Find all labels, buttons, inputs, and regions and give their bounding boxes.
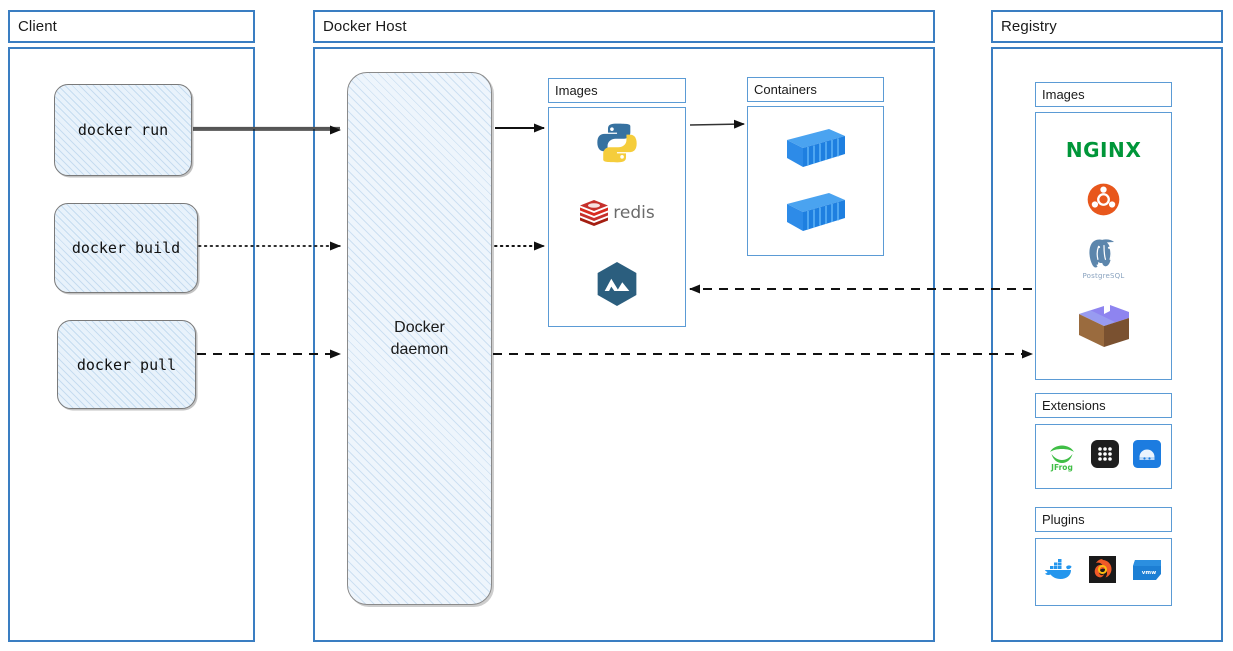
panel-title-registry-images: Images	[1035, 82, 1172, 107]
lane-title-registry: Registry	[991, 10, 1223, 43]
plugins-icon-row: vmw	[1036, 539, 1171, 605]
jfrog-logo-icon: JFrog	[1047, 442, 1077, 472]
panel-body-containers	[747, 106, 884, 256]
postgresql-logo-icon: PostgreSQL	[1036, 233, 1171, 283]
shipping-container-icon	[748, 123, 883, 173]
docker-daemon-label: Docker daemon	[391, 317, 449, 360]
nginx-logo-icon: NGINX	[1036, 137, 1171, 163]
nginx-logo-label: NGINX	[1065, 138, 1142, 162]
docker-whale-svg	[1045, 558, 1072, 579]
shipping-container-icon	[748, 187, 883, 237]
container-2-svg	[786, 193, 845, 231]
panel-label-containers: Containers	[754, 82, 817, 97]
open-box-svg	[1078, 305, 1129, 347]
redis-logo-label: redis	[613, 203, 655, 223]
command-label-docker-build: docker build	[71, 239, 181, 257]
panel-body-registry-images: NGINX	[1035, 112, 1172, 380]
grid-app-icon	[1090, 440, 1119, 473]
python-logo-icon	[549, 120, 685, 166]
docker-whale-icon	[1043, 557, 1075, 588]
blue-portal-icon	[1132, 440, 1161, 473]
container-1-svg	[786, 129, 845, 167]
redis-logo-icon: redis	[549, 196, 685, 230]
open-box-icon	[1036, 297, 1171, 353]
command-box-docker-run[interactable]: docker run	[54, 84, 192, 176]
lane-label-registry: Registry	[1001, 18, 1057, 35]
svg-text:JFrog: JFrog	[1050, 463, 1073, 472]
ubuntu-logo-svg	[1087, 183, 1120, 215]
ubuntu-logo-icon	[1036, 181, 1171, 217]
panel-label-plugins: Plugins	[1042, 512, 1085, 527]
lane-title-client: Client	[8, 10, 255, 43]
command-box-docker-build[interactable]: docker build	[54, 203, 198, 293]
alpine-logo-svg	[597, 262, 637, 306]
command-box-docker-pull[interactable]: docker pull	[57, 320, 196, 409]
command-label-docker-run: docker run	[77, 121, 169, 139]
panel-title-plugins: Plugins	[1035, 507, 1172, 532]
python-logo-svg	[597, 123, 637, 163]
extensions-icon-row: JFrog	[1036, 425, 1171, 488]
panel-label-registry-images: Images	[1042, 87, 1085, 102]
alpine-logo-icon	[549, 260, 685, 308]
panel-label-extensions: Extensions	[1042, 398, 1106, 413]
panel-body-host-images: redis	[548, 107, 686, 327]
docker-daemon-line2: daemon	[390, 340, 449, 358]
panel-title-host-images: Images	[548, 78, 686, 103]
postgresql-logo-svg	[1088, 238, 1114, 268]
panel-title-containers: Containers	[747, 77, 884, 102]
panel-label-host-images: Images	[555, 83, 598, 98]
panel-body-plugins: vmw	[1035, 538, 1172, 606]
grafana-logo-svg	[1089, 556, 1116, 583]
lane-label-client: Client	[18, 18, 57, 35]
docker-daemon-line1: Docker	[394, 318, 445, 336]
svg-text:vmw: vmw	[1142, 570, 1156, 576]
grafana-logo-icon	[1089, 556, 1116, 588]
lane-title-docker-host: Docker Host	[313, 10, 935, 43]
lane-label-docker-host: Docker Host	[323, 18, 407, 35]
vmware-logo-svg: vmw	[1133, 559, 1161, 580]
postgresql-logo-label: PostgreSQL	[1082, 271, 1125, 280]
grid-app-svg	[1090, 440, 1119, 468]
jfrog-logo-svg: JFrog	[1049, 445, 1074, 472]
panel-body-extensions: JFrog	[1035, 424, 1172, 489]
vmware-logo-icon: vmw	[1130, 557, 1164, 588]
command-label-docker-pull: docker pull	[76, 355, 177, 374]
redis-logo-svg	[580, 200, 609, 226]
blue-portal-svg	[1132, 440, 1161, 468]
docker-daemon-box[interactable]: Docker daemon	[347, 72, 492, 605]
panel-title-extensions: Extensions	[1035, 393, 1172, 418]
